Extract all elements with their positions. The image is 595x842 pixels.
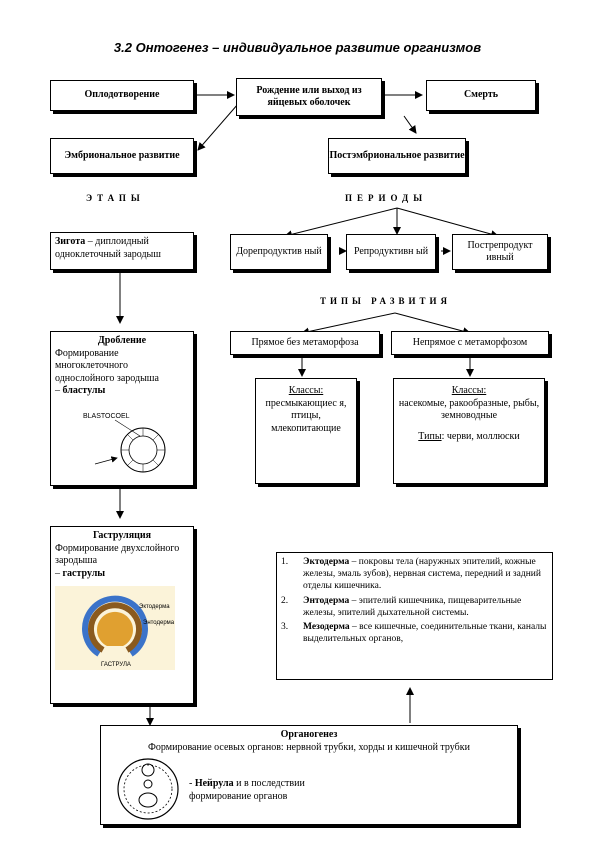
germ-layer-item: 1. Эктодерма – покровы тела (наружных эп… (281, 557, 548, 593)
germ-layer-num: 2. (281, 595, 289, 606)
classes-right-text: насекомые, ракообразные, рыбы, земноводн… (398, 397, 540, 422)
blastocoel-label: BLASTOCOEL (83, 413, 130, 420)
germ-layer-num: 1. (281, 557, 289, 567)
birth-box: Рождение или выход из яйцевых оболочек (236, 78, 382, 116)
gastrulation-box: Гаструляция Формирование двухслойного за… (50, 526, 194, 704)
germ-layer-item: 2. Энтодерма – эпителий кишечника, пищев… (281, 596, 548, 620)
germ-layer-term: Энтодерма (303, 595, 350, 606)
stages-label: ЭТАПЫ (86, 193, 145, 203)
postembryonic-box: Постэмбриональное развитие (328, 138, 466, 174)
germ-layer-text: – покровы тела (наружных эпителий, кожны… (303, 557, 541, 591)
classes-left-heading: Классы: (288, 385, 324, 396)
germ-layer-term: Мезодерма (303, 622, 350, 633)
cleavage-text: Формирование многоклеточного однослойног… (55, 347, 159, 384)
blastula-image: BLASTOCOEL (83, 413, 166, 472)
classes-right-heading: Классы: (451, 385, 487, 396)
endoderm-label: Энтодерма (143, 620, 175, 626)
neurula-term: Нейрула (194, 778, 234, 789)
direct-dev-box: Прямое без метаморфоза (230, 331, 380, 355)
dev-types-label: ТИПЫ РАЗВИТИЯ (320, 296, 451, 306)
cleavage-result: бластулы (62, 385, 106, 396)
period-post: Пострепродукт ивный (452, 234, 548, 270)
germ-layer-text: – эпителий кишечника, пищеварительные же… (303, 595, 522, 618)
fertilization-box: Оплодотворение (50, 80, 194, 111)
cleavage-box: Дробление Формирование многоклеточного о… (50, 331, 194, 486)
neurula-dash: - (189, 778, 193, 789)
gastrula-label: ГАСТРУЛА (101, 662, 131, 668)
gastrulation-dash: – (55, 567, 60, 579)
embryonic-box: Эмбриональное развитие (50, 138, 194, 174)
cleavage-title: Дробление (97, 335, 147, 346)
gastrulation-text: Формирование двухслойного зародыша (55, 542, 180, 567)
germ-layer-term: Эктодерма (303, 557, 350, 567)
germ-layer-text: – все кишечные, соединительные ткани, ка… (303, 622, 547, 645)
gastrulation-title: Гаструляция (92, 530, 152, 541)
zygote-text: – диплоидный одноклеточный зародыш (55, 236, 161, 260)
neurula-image (117, 758, 179, 820)
zygote-term: Зигота (55, 236, 86, 247)
organogenesis-title: Органогенез (280, 729, 338, 740)
page-title: 3.2 Онтогенез – индивидуальное развитие … (113, 40, 482, 55)
death-box: Смерть (426, 80, 536, 111)
period-pre: Дорепродуктив ный (230, 234, 328, 270)
cleavage-dash: – (55, 385, 60, 396)
organogenesis-box: Органогенез Формирование осевых органов:… (100, 725, 518, 825)
types-text: : черви, моллюски (441, 430, 520, 442)
neurula-text: и в последствии формирование органов (189, 778, 305, 802)
classes-right-box: Классы: насекомые, ракообразные, рыбы, з… (393, 378, 545, 484)
period-repro: Репродуктивн ый (346, 234, 436, 270)
indirect-dev-box: Непрямое с метаморфозом (391, 331, 549, 355)
zygote-box: Зигота – диплоидный одноклеточный зароды… (50, 232, 194, 270)
germ-layer-item: 3. Мезодерма – все кишечные, соединитель… (281, 622, 548, 646)
germ-layer-num: 3. (281, 622, 289, 633)
classes-left-text: пресмыкающиес я, птицы, млекопитающие (265, 397, 347, 434)
gastrula-image: Эктодерма Энтодерма ГАСТРУЛА (55, 586, 175, 670)
classes-left-box: Классы: пресмыкающиес я, птицы, млекопит… (255, 378, 357, 484)
germ-layers-box: 1. Эктодерма – покровы тела (наружных эп… (276, 552, 553, 680)
periods-label: ПЕРИОДЫ (345, 193, 428, 203)
gastrulation-result: гаструлы (62, 567, 106, 579)
ectoderm-label: Эктодерма (139, 604, 170, 610)
neurula-caption: - Нейрула и в последствии формирование о… (189, 778, 369, 803)
types-heading: Типы (418, 430, 442, 442)
organogenesis-text: Формирование осевых органов: нервной тру… (148, 741, 470, 753)
